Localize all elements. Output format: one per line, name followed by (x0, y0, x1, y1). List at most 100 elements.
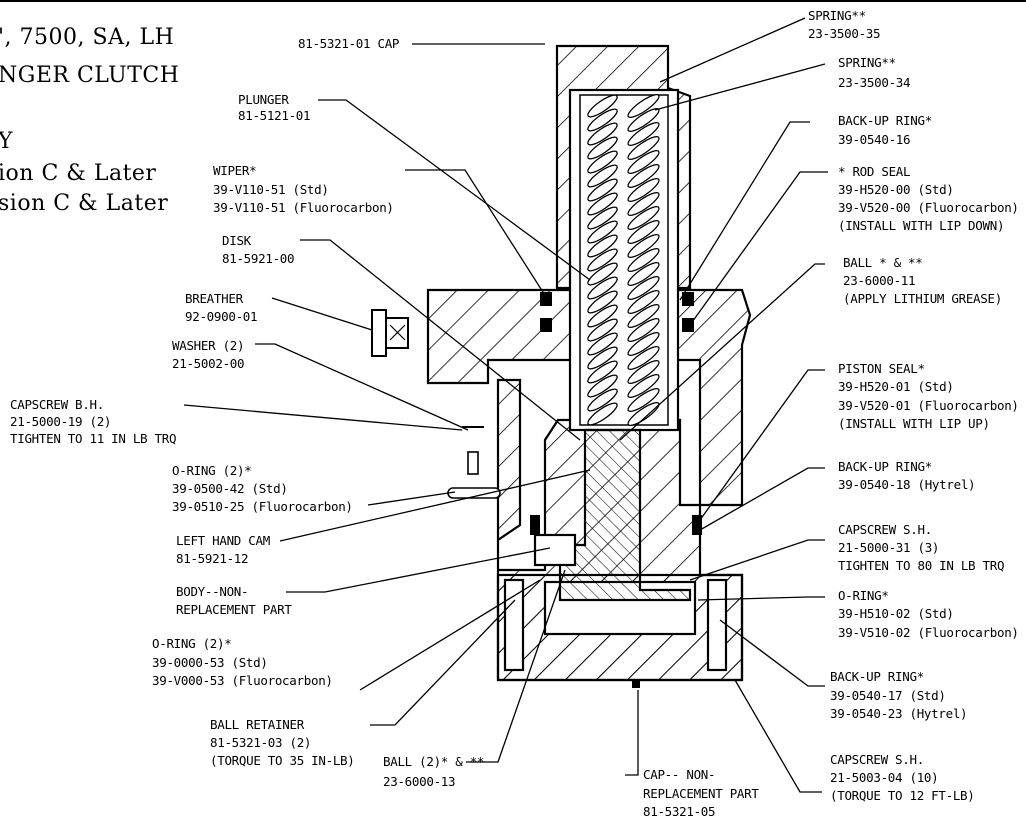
svg-text:BACK-UP RING*: BACK-UP RING* (830, 669, 924, 684)
svg-text:81-5121-01: 81-5121-01 (238, 108, 310, 123)
svg-text:39-V110-51 (Std): 39-V110-51 (Std) (213, 182, 329, 197)
svg-text:92-0900-01: 92-0900-01 (185, 309, 257, 324)
svg-text:39-V110-51 (Fluorocarbon): 39-V110-51 (Fluorocarbon) (213, 200, 394, 215)
label-backup-ring-18: BACK-UP RING* 39-0540-18 (Hytrel) (838, 459, 976, 492)
breather-icon (371, 309, 409, 357)
svg-text:TIGHTEN TO 80 IN LB TRQ: TIGHTEN TO 80 IN LB TRQ (838, 558, 1004, 573)
title-line-5: sion C & Later (0, 191, 168, 216)
svg-text:39-0510-25 (Fluorocarbon): 39-0510-25 (Fluorocarbon) (172, 499, 353, 514)
svg-text:81-5921-00: 81-5921-00 (222, 251, 294, 266)
svg-text:39-V520-00 (Fluorocarbon): 39-V520-00 (Fluorocarbon) (838, 200, 1019, 215)
label-disk: DISK 81-5921-00 (222, 233, 295, 266)
svg-text:39-0540-23 (Hytrel): 39-0540-23 (Hytrel) (830, 706, 967, 721)
svg-text:81-5321-03 (2): 81-5321-03 (2) (210, 735, 311, 750)
spring-coils (579, 93, 669, 427)
title-line-3: Y (0, 129, 13, 154)
svg-text:(APPLY LITHIUM GREASE): (APPLY LITHIUM GREASE) (843, 291, 1002, 306)
svg-text:(TORQUE TO 35 IN-LB): (TORQUE TO 35 IN-LB) (210, 753, 355, 768)
svg-text:(INSTALL WITH LIP UP): (INSTALL WITH LIP UP) (838, 416, 990, 431)
svg-text:BALL (2)* & **: BALL (2)* & ** (383, 754, 484, 769)
title-line-2: NGER CLUTCH (0, 63, 179, 88)
label-ball-2: BALL (2)* & ** 23-6000-13 (383, 754, 484, 789)
svg-text:REPLACEMENT PART: REPLACEMENT PART (643, 786, 759, 801)
label-washer: WASHER (2) 21-5002-00 (172, 338, 245, 371)
label-capscrew-sh-1: CAPSCREW S.H. 21-5000-31 (3) TIGHTEN TO … (838, 522, 1005, 573)
svg-text:LEFT HAND CAM: LEFT HAND CAM (176, 533, 270, 548)
svg-text:39-0540-17 (Std): 39-0540-17 (Std) (830, 688, 946, 703)
svg-text:PISTON SEAL*: PISTON SEAL* (838, 361, 925, 376)
label-spring-2: SPRING** 23-3500-34 (838, 55, 911, 90)
svg-text:CAPSCREW S.H.: CAPSCREW S.H. (830, 752, 924, 767)
label-cap: 81-5321-01 CAP (298, 36, 399, 51)
label-left-hand-cam: LEFT HAND CAM 81-5921-12 (176, 533, 270, 566)
svg-text:REPLACEMENT PART: REPLACEMENT PART (176, 602, 292, 617)
svg-text:TIGHTEN TO 11 IN LB TRQ: TIGHTEN TO 11 IN LB TRQ (10, 431, 176, 446)
svg-text:(TORQUE TO 12 FT-LB): (TORQUE TO 12 FT-LB) (830, 788, 975, 803)
svg-text:SPRING**: SPRING** (838, 55, 896, 70)
svg-text:O-RING (2)*: O-RING (2)* (152, 636, 231, 651)
svg-text:39-H510-02 (Std): 39-H510-02 (Std) (838, 606, 954, 621)
svg-text:81-5921-12: 81-5921-12 (176, 551, 248, 566)
svg-text:39-0500-42 (Std): 39-0500-42 (Std) (172, 481, 288, 496)
title-line-4: ion C & Later (0, 161, 156, 186)
svg-text:BALL * & **: BALL * & ** (843, 255, 922, 270)
svg-text:(INSTALL WITH LIP DOWN): (INSTALL WITH LIP DOWN) (838, 218, 1004, 233)
svg-text:21-5000-31 (3): 21-5000-31 (3) (838, 540, 939, 555)
leader-lines (183, 17, 828, 793)
label-wiper: WIPER* 39-V110-51 (Std) 39-V110-51 (Fluo… (213, 163, 394, 215)
svg-text:BALL RETAINER: BALL RETAINER (210, 717, 305, 732)
svg-text:CAP-- NON-: CAP-- NON- (643, 767, 715, 782)
svg-text:21-5000-19 (2): 21-5000-19 (2) (10, 414, 111, 429)
svg-text:21-5002-00: 21-5002-00 (172, 356, 244, 371)
svg-text:23-6000-11: 23-6000-11 (843, 273, 915, 288)
label-oring-3: O-RING* 39-H510-02 (Std) 39-V510-02 (Flu… (838, 588, 1019, 640)
label-piston-seal: PISTON SEAL* 39-H520-01 (Std) 39-V520-01… (838, 361, 1019, 431)
label-spring-1: SPRING** 23-3500-35 (808, 8, 881, 41)
svg-text:CAPSCREW B.H.: CAPSCREW B.H. (10, 397, 104, 412)
svg-text:BREATHER: BREATHER (185, 291, 244, 306)
label-rod-seal: * ROD SEAL 39-H520-00 (Std) 39-V520-00 (… (838, 164, 1019, 233)
svg-text:23-3500-35: 23-3500-35 (808, 26, 880, 41)
svg-text:* ROD SEAL: * ROD SEAL (838, 164, 910, 179)
svg-text:23-3500-34: 23-3500-34 (838, 75, 910, 90)
label-backup-ring-16: BACK-UP RING* 39-0540-16 (838, 113, 932, 147)
label-ball-retainer: BALL RETAINER 81-5321-03 (2) (TORQUE TO … (210, 717, 355, 768)
svg-text:39-V520-01 (Fluorocarbon): 39-V520-01 (Fluorocarbon) (838, 398, 1019, 413)
svg-text:21-5003-04 (10): 21-5003-04 (10) (830, 770, 938, 785)
label-oring-2: O-RING (2)* 39-0000-53 (Std) 39-V000-53 … (152, 636, 333, 688)
svg-text:39-H520-01 (Std): 39-H520-01 (Std) (838, 379, 954, 394)
svg-text:WIPER*: WIPER* (213, 163, 256, 178)
svg-text:39-H520-00 (Std): 39-H520-00 (Std) (838, 182, 954, 197)
svg-text:CAPSCREW S.H.: CAPSCREW S.H. (838, 522, 932, 537)
label-ball-1: BALL * & ** 23-6000-11 (APPLY LITHIUM GR… (843, 255, 1002, 306)
label-capscrew-bh: CAPSCREW B.H. 21-5000-19 (2) TIGHTEN TO … (10, 397, 177, 446)
left-hand-cam (558, 428, 692, 602)
svg-text:O-RING*: O-RING* (838, 588, 889, 603)
label-cap-nonreplacement: CAP-- NON- REPLACEMENT PART 81-5321-05 (643, 767, 760, 819)
svg-text:O-RING (2)*: O-RING (2)* (172, 463, 251, 478)
label-body: BODY--NON- REPLACEMENT PART (176, 584, 293, 617)
svg-text:23-6000-13: 23-6000-13 (383, 774, 455, 789)
svg-text:39-V510-02 (Fluorocarbon): 39-V510-02 (Fluorocarbon) (838, 625, 1019, 640)
label-backup-ring-17: BACK-UP RING* 39-0540-17 (Std) 39-0540-2… (830, 669, 968, 721)
title-block: ', 7500, SA, LH NGER CLUTCH Y ion C & La… (0, 25, 179, 216)
svg-text:PLUNGER: PLUNGER (238, 92, 289, 107)
svg-text:BODY--NON-: BODY--NON- (176, 584, 248, 599)
label-breather: BREATHER 92-0900-01 (185, 291, 258, 324)
label-plunger: PLUNGER 81-5121-01 (238, 92, 311, 123)
label-oring-1: O-RING (2)* 39-0500-42 (Std) 39-0510-25 … (172, 463, 353, 514)
svg-text:39-0540-18 (Hytrel): 39-0540-18 (Hytrel) (838, 477, 975, 492)
svg-text:81-5321-05: 81-5321-05 (643, 804, 715, 819)
svg-text:BACK-UP RING*: BACK-UP RING* (838, 459, 932, 474)
svg-text:DISK: DISK (222, 233, 252, 248)
svg-text:WASHER (2): WASHER (2) (172, 338, 244, 353)
title-line-1: ', 7500, SA, LH (0, 25, 174, 50)
svg-text:39-0540-16: 39-0540-16 (838, 132, 910, 147)
clutch-body-section (371, 44, 752, 688)
svg-text:39-0000-53 (Std): 39-0000-53 (Std) (152, 655, 268, 670)
svg-text:SPRING**: SPRING** (808, 8, 866, 23)
label-capscrew-sh-2: CAPSCREW S.H. 21-5003-04 (10) (TORQUE TO… (830, 752, 975, 803)
svg-text:39-V000-53 (Fluorocarbon): 39-V000-53 (Fluorocarbon) (152, 673, 333, 688)
